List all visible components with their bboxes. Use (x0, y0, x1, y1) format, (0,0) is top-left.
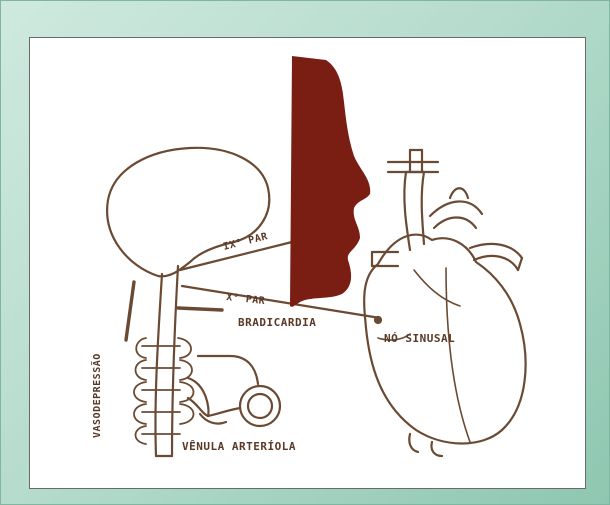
bradycardia-pointer (178, 308, 222, 310)
sympathetic-chain (134, 338, 194, 444)
diagram-panel: IX° PAR X° PAR BRADICARDIA NÓ SINUSAL VÊ… (29, 37, 586, 489)
label-vessel: VÊNULA ARTERÍOLA (182, 440, 296, 453)
brain-outline-icon (107, 148, 269, 276)
vasodepression-arrow (126, 282, 134, 340)
vessel-link (208, 408, 240, 416)
brainstem-spinal-cord (155, 266, 178, 456)
sinus-node-mark (375, 317, 381, 323)
nerve-x-line (182, 286, 380, 318)
heart-internal-lines (378, 268, 470, 442)
heart-base-vessels (409, 434, 442, 456)
label-bradycardia: BRADICARDIA (238, 316, 316, 329)
vessel-inner-ring (248, 394, 272, 418)
label-vasodepression: VASODEPRESSÃO (90, 353, 103, 438)
label-sinus-node: NÓ SINUSAL (384, 332, 455, 345)
vasovagal-reflex-diagram: IX° PAR X° PAR BRADICARDIA NÓ SINUSAL VÊ… (30, 38, 587, 490)
face-profile-silhouette-icon (290, 56, 370, 307)
aorta (388, 150, 482, 250)
vessel-outer-ring (240, 386, 280, 426)
label-nerve-x: X° PAR (226, 292, 267, 307)
pulmonary-trunk (470, 244, 522, 270)
